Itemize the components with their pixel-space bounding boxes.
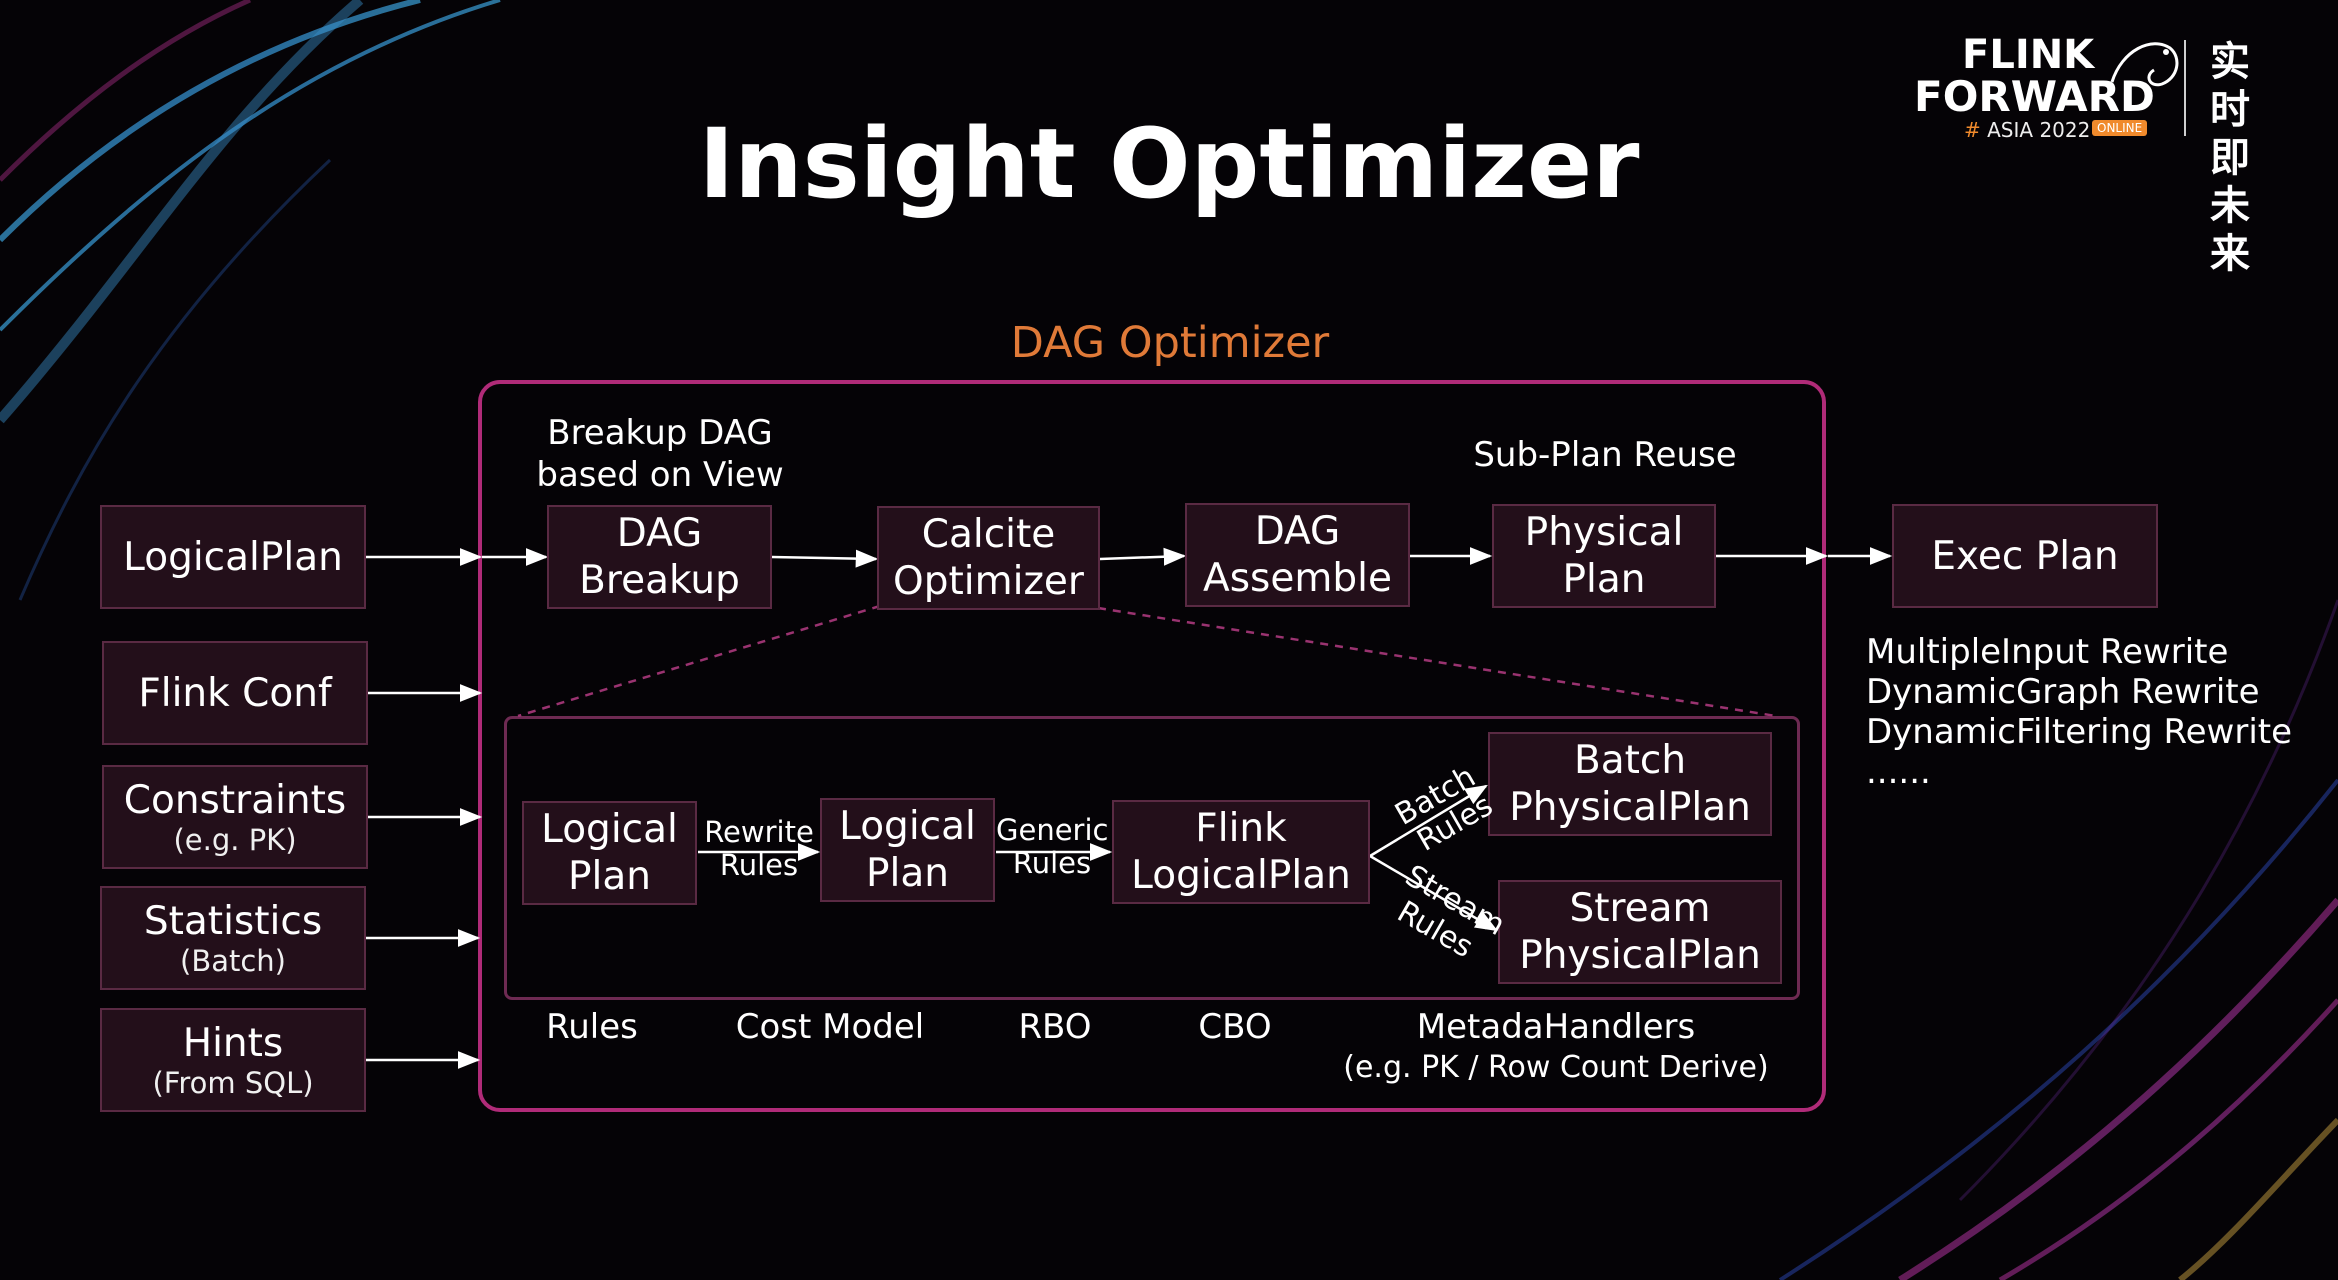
input-logicalplan-label: LogicalPlan — [123, 534, 343, 580]
input-statistics-label: Statistics — [143, 899, 323, 944]
physical-plan-node: Physical Plan — [1492, 504, 1716, 608]
inner-logical-plan-2: Logical Plan — [820, 798, 995, 902]
calcite-detail-frame — [504, 716, 1800, 1000]
dag-optimizer-frame — [478, 380, 1826, 1112]
logo-edition-text: ASIA 2022 — [1987, 118, 2091, 142]
input-statistics-sub: (Batch) — [180, 944, 286, 978]
note-sub-plan-reuse: Sub-Plan Reuse — [1473, 435, 1737, 475]
calcite-optimizer-node: Calcite Optimizer — [877, 506, 1100, 610]
inner-batch-physicalplan: Batch PhysicalPlan — [1488, 732, 1772, 836]
logo-slogan-line1: 实时即 — [2210, 39, 2252, 181]
input-flink-conf-label: Flink Conf — [138, 670, 332, 716]
label-rbo: RBO — [1018, 1007, 1092, 1047]
label-metadata-handlers: MetadaHandlers — [1416, 1007, 1696, 1047]
rewrite-list: MultipleInput Rewrite DynamicGraph Rewri… — [1866, 632, 2292, 792]
label-rules: Rules — [546, 1007, 638, 1047]
dag-assemble-node: DAG Assemble — [1185, 503, 1410, 607]
inner-flink-logicalplan-label: Flink LogicalPlan — [1131, 806, 1351, 898]
logo-hash: # — [1964, 118, 1981, 142]
flink-forward-logo: FLINK FORWARD # ASIA 2022 ONLINE 实时即 未来 — [1908, 28, 2308, 277]
exec-plan-label: Exec Plan — [1931, 533, 2119, 579]
rewrite-item: DynamicGraph Rewrite — [1866, 672, 2260, 712]
input-logicalplan: LogicalPlan — [100, 505, 366, 609]
label-metadata-sub: (e.g. PK / Row Count Derive) — [1343, 1050, 1769, 1085]
page-title: Insight Optimizer — [698, 108, 1640, 220]
zoom-line-left — [517, 604, 881, 718]
inner-stream-physicalplan: Stream PhysicalPlan — [1498, 880, 1782, 984]
zoom-line-right — [1097, 606, 1777, 718]
generic-rules-label: Generic Rules — [996, 813, 1109, 880]
label-cost-model: Cost Model — [735, 1007, 925, 1047]
dag-breakup-label: DAG Breakup — [579, 511, 740, 603]
rewrite-item: ...... — [1866, 752, 1931, 792]
arrow-inner-flink-to-batch — [1369, 784, 1488, 858]
inner-logical-plan-1-label: Logical Plan — [541, 807, 678, 899]
input-hints-sub: (From SQL) — [152, 1066, 314, 1100]
inner-logical-plan-2-label: Logical Plan — [839, 804, 976, 896]
input-constraints-label: Constraints — [123, 778, 347, 823]
arrow-breakup-to-calcite — [771, 549, 879, 568]
logo-flink: FLINK — [1962, 32, 2095, 78]
input-hints: Hints (From SQL) — [100, 1008, 366, 1112]
rewrite-item: MultipleInput Rewrite — [1866, 632, 2229, 672]
logo-forward: FORWARD — [1914, 72, 2155, 121]
logo-divider — [2184, 40, 2186, 136]
input-flink-conf: Flink Conf — [102, 641, 368, 745]
note-breakup-dag: Breakup DAG based on View — [536, 413, 784, 495]
label-cbo: CBO — [1198, 1007, 1272, 1047]
input-hints-label: Hints — [182, 1021, 284, 1066]
dag-assemble-label: DAG Assemble — [1203, 509, 1392, 601]
logo-slogan: 实时即 未来 — [2210, 38, 2280, 278]
rewrite-item: DynamicFiltering Rewrite — [1866, 712, 2293, 752]
arrow-calcite-to-assemble — [1099, 547, 1187, 566]
exec-plan-node: Exec Plan — [1892, 504, 2158, 608]
physical-plan-label: Physical Plan — [1524, 510, 1684, 602]
logo-online-badge: ONLINE — [2092, 120, 2148, 136]
input-constraints: Constraints (e.g. PK) — [102, 765, 368, 869]
squirrel-icon — [2110, 42, 2179, 87]
inner-batch-physicalplan-label: Batch PhysicalPlan — [1509, 738, 1751, 830]
input-statistics: Statistics (Batch) — [100, 886, 366, 990]
logo-edition: # ASIA 2022 — [1964, 118, 2090, 142]
inner-stream-physicalplan-label: Stream PhysicalPlan — [1519, 886, 1761, 978]
dag-breakup-node: DAG Breakup — [547, 505, 772, 609]
calcite-optimizer-label: Calcite Optimizer — [893, 512, 1084, 604]
rewrite-rules-label: Rewrite Rules — [704, 815, 814, 882]
logo-slogan-line2: 未来 — [2210, 183, 2252, 277]
inner-flink-logicalplan: Flink LogicalPlan — [1112, 800, 1370, 904]
inner-logical-plan-1: Logical Plan — [522, 801, 697, 905]
dag-optimizer-label: DAG Optimizer — [1010, 318, 1330, 368]
input-constraints-sub: (e.g. PK) — [173, 823, 297, 857]
arrow-inner-flink-to-stream — [1369, 854, 1498, 932]
